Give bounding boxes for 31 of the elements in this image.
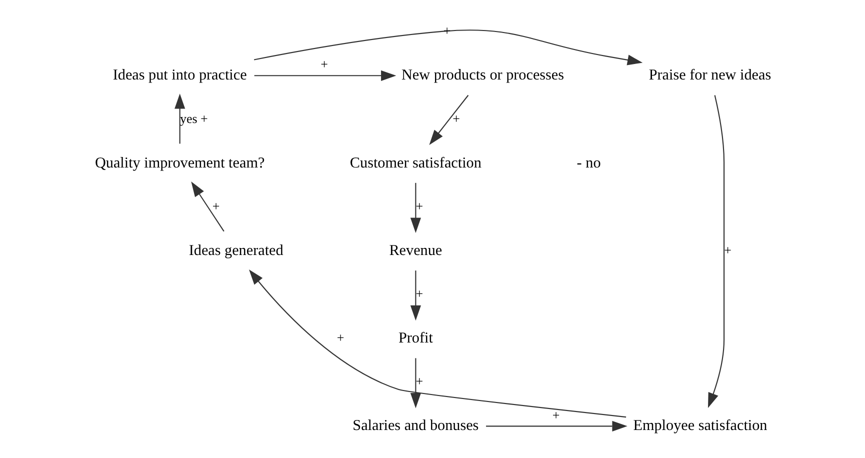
edge-label: + xyxy=(724,242,731,258)
edge-label: + xyxy=(415,198,423,214)
node-text: Customer satisfaction xyxy=(349,155,481,172)
node-text: Praise for new ideas xyxy=(648,68,771,84)
edge-label: + xyxy=(336,330,344,345)
arrow xyxy=(254,70,396,81)
node-text: Revenue xyxy=(388,242,442,259)
node-text: Quality improvement team? xyxy=(94,155,264,172)
arrow xyxy=(253,30,642,66)
edge-label: + xyxy=(415,374,423,389)
edge-label: + xyxy=(212,198,220,214)
label: - no xyxy=(576,155,600,172)
edge-label: + xyxy=(415,286,423,302)
arrow xyxy=(190,182,224,232)
arrow xyxy=(410,358,420,408)
arrow xyxy=(174,94,185,144)
node-text: Ideas put into practice xyxy=(112,68,246,84)
arrow xyxy=(410,270,420,321)
node-text: Salaries and bonuses xyxy=(352,418,478,434)
node-text: New products or processes xyxy=(400,68,564,84)
arrow xyxy=(428,94,468,145)
edge-label: + xyxy=(452,110,460,126)
edge-label: + xyxy=(552,407,560,422)
node-text: Ideas generated xyxy=(188,242,283,259)
arrow xyxy=(410,182,420,233)
node-text: Profit xyxy=(398,330,432,347)
arrow xyxy=(248,270,626,418)
node-text: Employee satisfaction xyxy=(632,418,767,434)
arrow xyxy=(707,95,724,408)
arrow xyxy=(486,420,627,432)
edge-label: + xyxy=(320,56,328,72)
